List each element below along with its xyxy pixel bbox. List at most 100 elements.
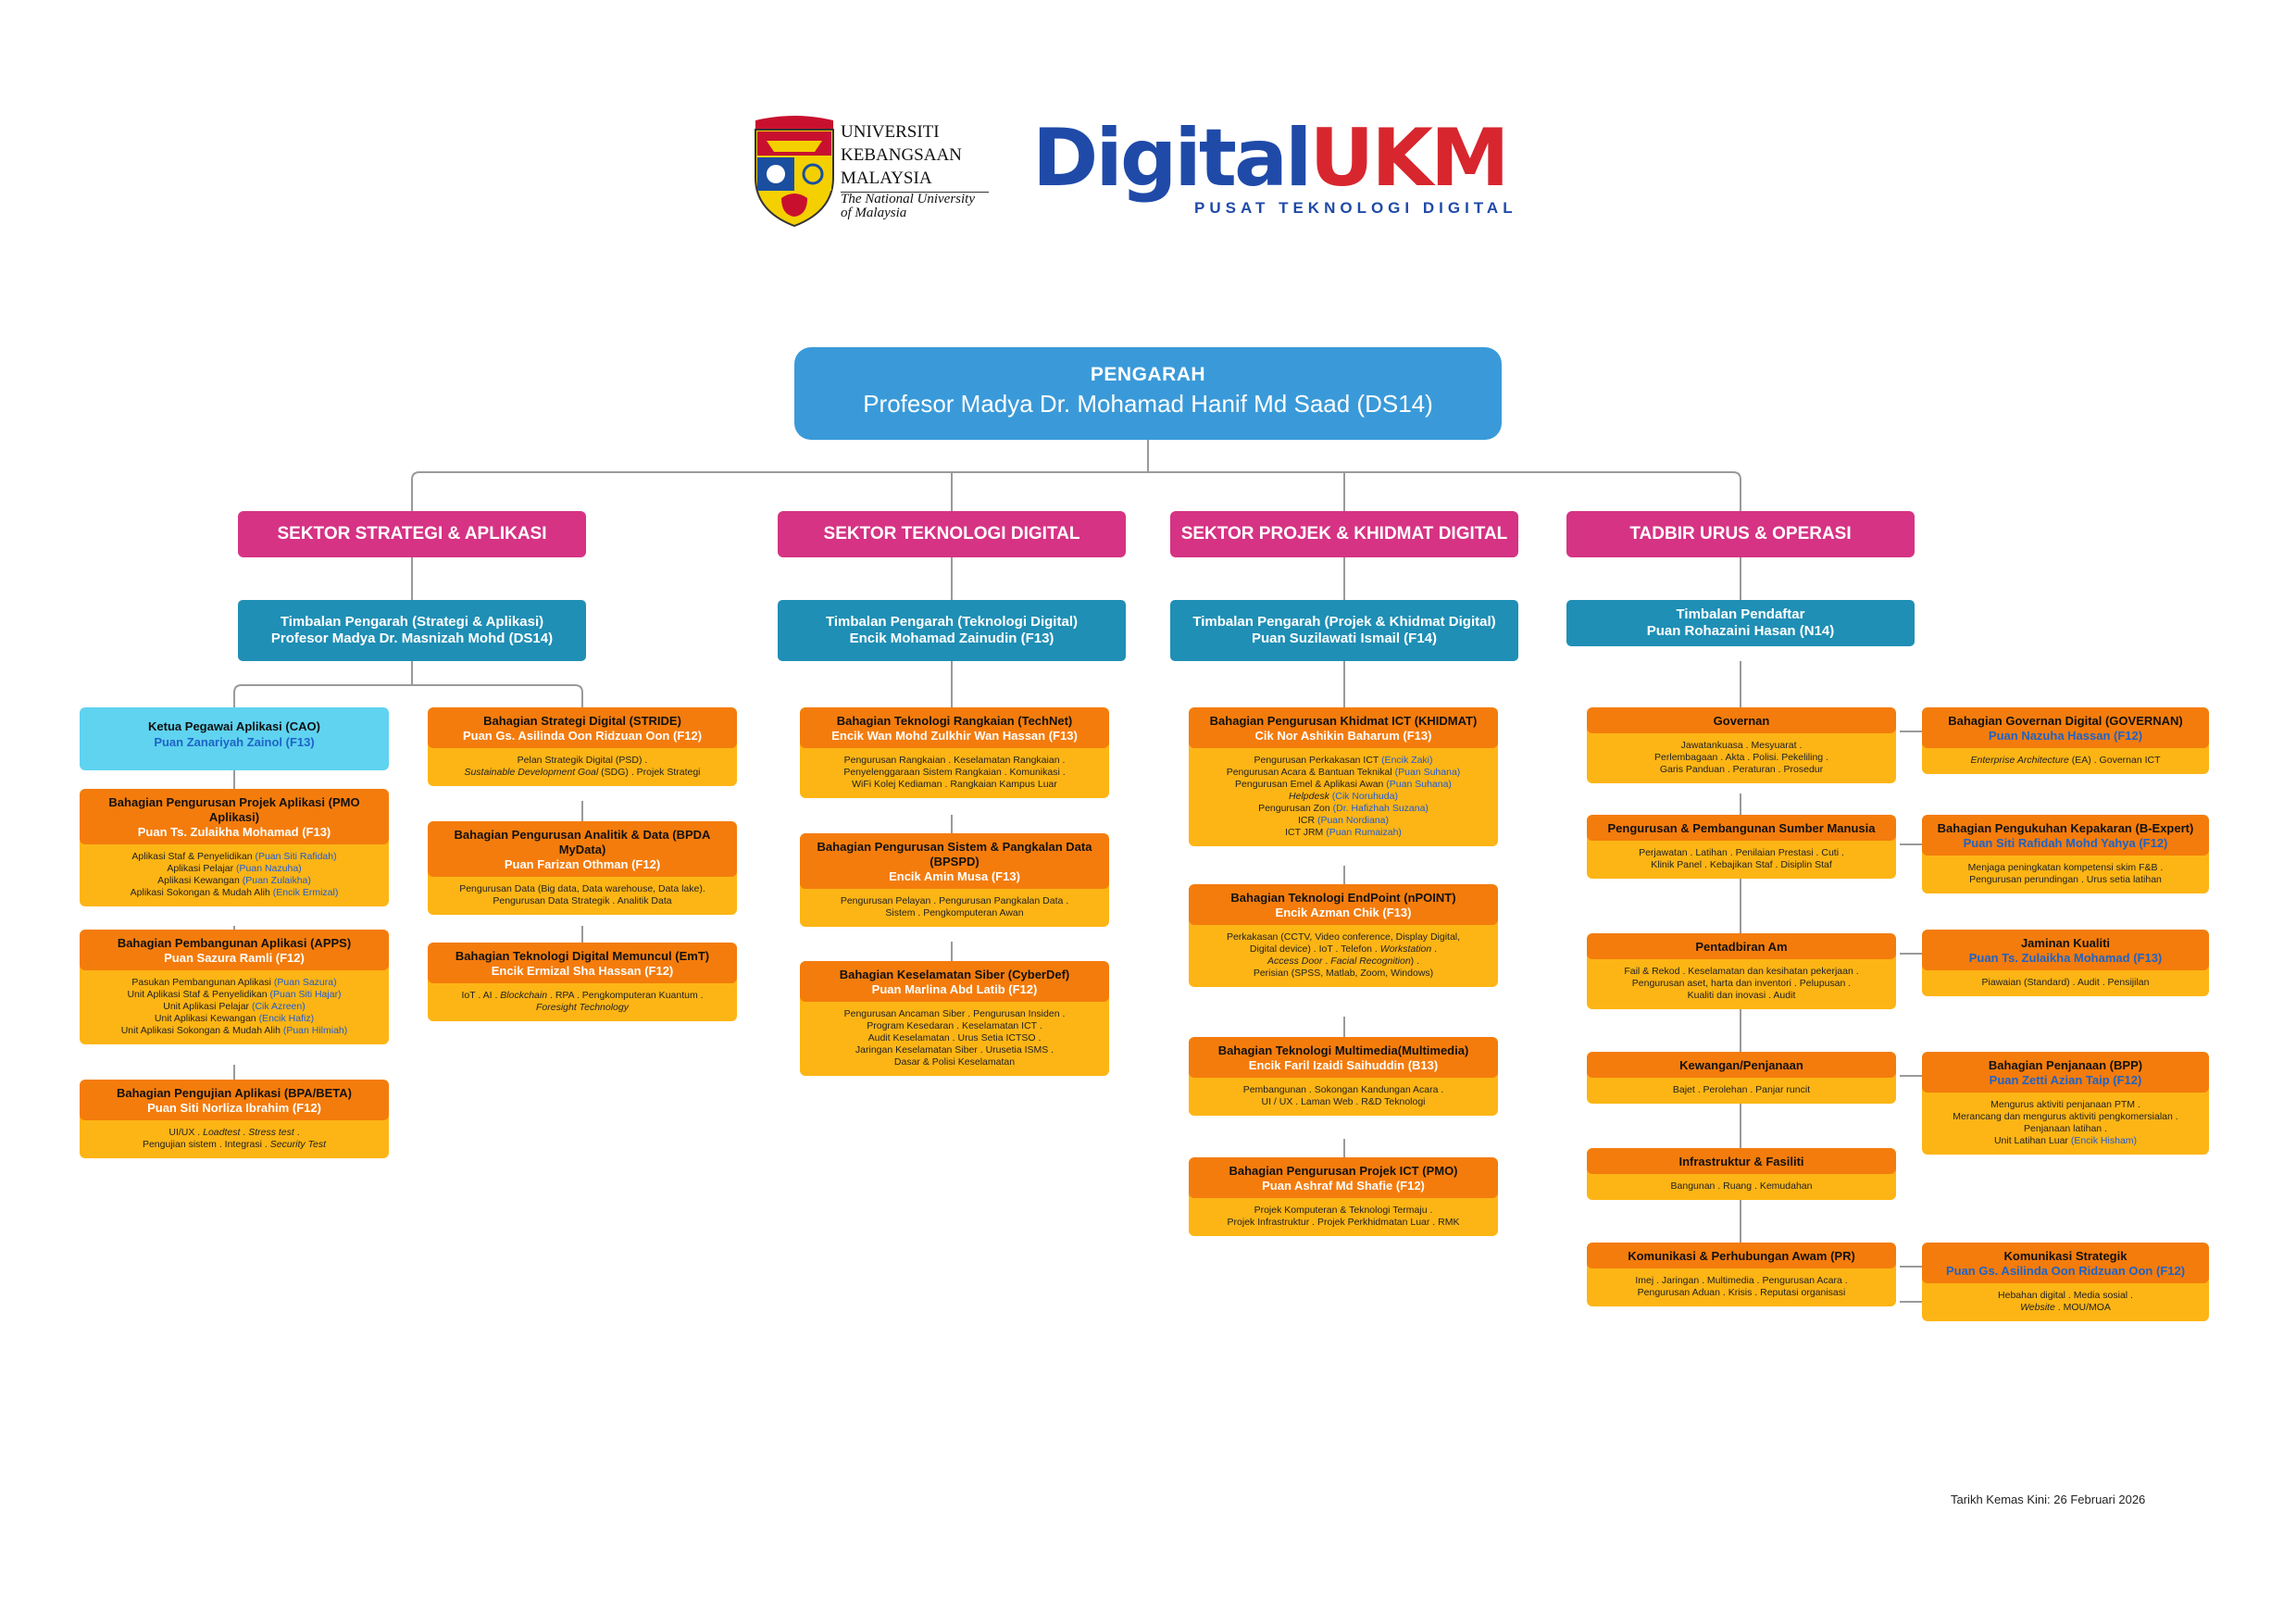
unit-person: Encik Azman Chik (F13) [1275, 906, 1412, 919]
sector-teknologi-digital: SEKTOR TEKNOLOGI DIGITAL [778, 511, 1126, 557]
deputy-strategi-aplikasi: Timbalan Pengarah (Strategi & Aplikasi) … [238, 600, 586, 661]
unit-card-gov-digital: Bahagian Governan Digital (GOVERNAN)Puan… [1922, 707, 2209, 774]
duty-line: Unit Aplikasi Staf & Penyelidikan (Puan … [85, 989, 383, 1001]
unit-duties: Menjaga peningkatan kompetensi skim F&B … [1922, 856, 2209, 893]
duty-text: Pengurusan perundingan . Urus setia lati… [1969, 874, 2162, 885]
duty-line: Digital device) . IoT . Telefon . Workst… [1194, 943, 1492, 956]
unit-duties: Bajet . Perolehan . Panjar runcit [1587, 1078, 1896, 1104]
duty-text: Imej . Jaringan . Multimedia . Pengurusa… [1635, 1275, 1848, 1286]
duty-line: Bajet . Perolehan . Panjar runcit [1592, 1084, 1890, 1096]
unit-title: Bahagian Strategi Digital (STRIDE) [483, 714, 681, 728]
duty-line: Piawaian (Standard) . Audit . Pensijilan [1928, 977, 2203, 989]
unit-duties: Aplikasi Staf & Penyelidikan (Puan Siti … [80, 844, 389, 906]
duty-line: Aplikasi Pelajar (Puan Nazuha) [85, 863, 383, 875]
duty-line: Pengurusan Perkakasan ICT (Encik Zaki) [1194, 755, 1492, 767]
duty-text: Unit Aplikasi Pelajar [163, 1001, 252, 1012]
duty-line: Pengurusan Data (Big data, Data warehous… [433, 883, 731, 895]
duty-text: Helpdesk [1289, 791, 1329, 802]
unit-title: Bahagian Teknologi EndPoint (nPOINT) [1230, 891, 1456, 905]
duty-text: Pengurusan Aduan . Krisis . Reputasi org… [1637, 1287, 1846, 1298]
unit-card-cyberdef: Bahagian Keselamatan Siber (CyberDef)Pua… [800, 961, 1109, 1076]
duty-line: IoT . AI . Blockchain . RPA . Pengkomput… [433, 990, 731, 1002]
unit-title: Bahagian Pengurusan Projek Aplikasi (PMO… [108, 795, 360, 824]
unit-person: Encik Amin Musa (F13) [889, 869, 1020, 883]
duty-officer: (Encik Zaki) [1381, 755, 1433, 766]
cao-person: Puan Zanariyah Zainol (F13) [154, 735, 315, 749]
duty-officer: (Cik Azreen) [251, 1001, 306, 1012]
duty-line: Hebahan digital . Media sosial . [1928, 1290, 2203, 1302]
duty-text: Garis Panduan . Peraturan . Prosedur [1659, 764, 1824, 775]
duty-line: Garis Panduan . Peraturan . Prosedur [1592, 764, 1890, 776]
unit-header: Governan [1587, 707, 1896, 733]
duty-line: WiFi Kolej Kediaman . Rangkaian Kampus L… [805, 779, 1104, 791]
duty-text: Unit Latihan Luar [1993, 1135, 2071, 1146]
unit-person: Puan Gs. Asilinda Oon Ridzuan Oon (F12) [462, 729, 703, 743]
unit-title: Bahagian Pengukuhan Kepakaran (B-Expert) [1937, 821, 2194, 835]
duty-line: Pengurusan Zon (Dr. Hafizhah Suzana) [1194, 803, 1492, 815]
duty-line: Helpdesk (Cik Noruhuda) [1194, 791, 1492, 803]
unit-duties: Pasukan Pembangunan Aplikasi (Puan Sazur… [80, 970, 389, 1044]
duty-line: Bangunan . Ruang . Kemudahan [1592, 1181, 1890, 1193]
duty-text: IoT . AI . Blockchain . RPA . Pengkomput… [461, 990, 704, 1001]
duty-text: Mengurus aktiviti penjanaan PTM . [1990, 1099, 2140, 1110]
unit-person: Puan Siti Rafidah Mohd Yahya (F12) [1963, 836, 2168, 850]
duty-officer: (Puan Suhana) [1386, 779, 1452, 790]
duty-text: Projek Komputeran & Teknologi Termaju . [1254, 1205, 1433, 1216]
deputy-title: Timbalan Pengarah (Strategi & Aplikasi) [280, 614, 544, 630]
duty-line: Menjaga peningkatan kompetensi skim F&B … [1928, 862, 2203, 874]
unit-card-bexpert: Bahagian Pengukuhan Kepakaran (B-Expert)… [1922, 815, 2209, 893]
deputy-title: Timbalan Pendaftar [1676, 606, 1805, 622]
unit-duties: Perjawatan . Latihan . Penilaian Prestas… [1587, 841, 1896, 879]
unit-person: Puan Zetti Azian Taip (F12) [1989, 1073, 2142, 1087]
duty-text: Sistem . Pengkomputeran Awan [885, 907, 1024, 918]
duty-line: Sistem . Pengkomputeran Awan [805, 907, 1104, 919]
duty-text: Access Door . Facial Recognition) . [1267, 956, 1420, 967]
unit-person: Puan Siti Norliza Ibrahim (F12) [147, 1101, 321, 1115]
duty-text: Merancang dan mengurus aktiviti pengkome… [1953, 1111, 2178, 1122]
duty-line: Sustainable Development Goal (SDG) . Pro… [433, 767, 731, 779]
duty-officer: (Puan Hilmiah) [282, 1025, 348, 1036]
duty-text: Unit Aplikasi Staf & Penyelidikan [127, 989, 270, 1000]
duty-line: Perlembagaan . Akta . Polisi. Pekeliling… [1592, 752, 1890, 764]
duty-text: Pengurusan aset, harta dan inventori . P… [1631, 978, 1852, 989]
unit-title: Bahagian Governan Digital (GOVERNAN) [1948, 714, 2183, 728]
unit-header: Pentadbiran Am [1587, 933, 1896, 959]
director-box: PENGARAH Profesor Madya Dr. Mohamad Hani… [794, 347, 1502, 440]
duty-text: Unit Aplikasi Kewangan [154, 1013, 259, 1024]
unit-title: Bahagian Pengujian Aplikasi (BPA/BETA) [116, 1086, 352, 1100]
unit-header: Infrastruktur & Fasiliti [1587, 1148, 1896, 1174]
duty-line: ICT JRM (Puan Rumaizah) [1194, 827, 1492, 839]
unit-card-multimedia: Bahagian Teknologi Multimedia(Multimedia… [1189, 1037, 1498, 1116]
unit-card-npoint: Bahagian Teknologi EndPoint (nPOINT)Enci… [1189, 884, 1498, 987]
duty-line: Unit Aplikasi Sokongan & Mudah Alih (Pua… [85, 1025, 383, 1037]
unit-header: Bahagian Pengujian Aplikasi (BPA/BETA)Pu… [80, 1080, 389, 1120]
duty-text: UI/UX . Loadtest . Stress test . [168, 1127, 300, 1138]
duty-line: Aplikasi Staf & Penyelidikan (Puan Siti … [85, 851, 383, 863]
unit-title: Infrastruktur & Fasiliti [1678, 1155, 1804, 1168]
unit-header: Bahagian Penjanaan (BPP)Puan Zetti Azian… [1922, 1052, 2209, 1093]
unit-header: Bahagian Pengukuhan Kepakaran (B-Expert)… [1922, 815, 2209, 856]
deputy-teknologi-digital: Timbalan Pengarah (Teknologi Digital) En… [778, 600, 1126, 661]
duty-line: Website . MOU/MOA [1928, 1302, 2203, 1314]
unit-duties: Imej . Jaringan . Multimedia . Pengurusa… [1587, 1268, 1896, 1306]
unit-person: Puan Nazuha Hassan (F12) [1988, 729, 2143, 743]
duty-line: Pengurusan Acara & Bantuan Teknikal (Pua… [1194, 767, 1492, 779]
duty-line: Aplikasi Kewangan (Puan Zulaikha) [85, 875, 383, 887]
duty-officer: (Encik Hafiz) [258, 1013, 315, 1024]
sector-projek-khidmat: SEKTOR PROJEK & KHIDMAT DIGITAL [1170, 511, 1518, 557]
duty-text: Jaringan Keselamatan Siber . Urusetia IS… [855, 1044, 1054, 1056]
deputy-title: Timbalan Pengarah (Teknologi Digital) [826, 614, 1078, 630]
unit-duties: Pengurusan Data (Big data, Data warehous… [428, 877, 737, 915]
duty-line: ICR (Puan Nordiana) [1194, 815, 1492, 827]
unit-person: Puan Ts. Zulaikha Mohamad (F13) [1968, 951, 2163, 965]
duty-text: Perkakasan (CCTV, Video conference, Disp… [1226, 931, 1461, 943]
deputy-projek-khidmat: Timbalan Pengarah (Projek & Khidmat Digi… [1170, 600, 1518, 661]
ukm-name-line2: Kebangsaan [841, 145, 962, 165]
duty-text: Website . MOU/MOA [2020, 1302, 2111, 1313]
unit-header: Bahagian Pengurusan Projek Aplikasi (PMO… [80, 789, 389, 844]
duty-text: Piawaian (Standard) . Audit . Pensijilan [1981, 977, 2150, 988]
